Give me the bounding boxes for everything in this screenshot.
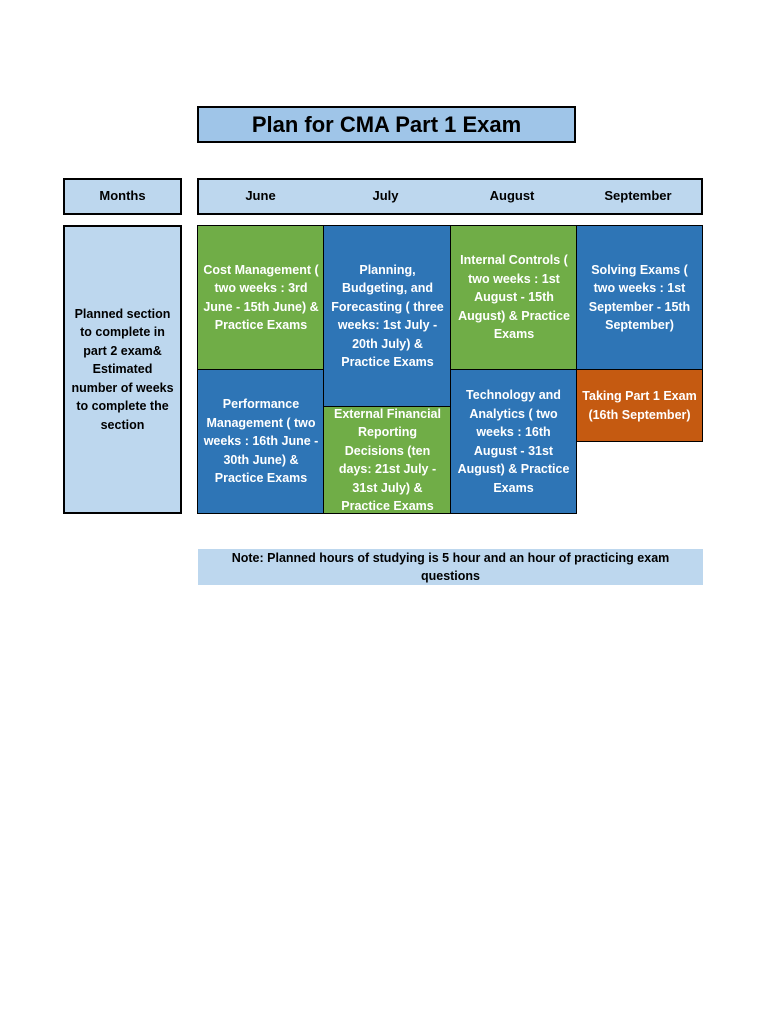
page-title: Plan for CMA Part 1 Exam <box>197 106 576 143</box>
block-september-solving-exams: Solving Exams ( two weeks : 1st Septembe… <box>576 225 703 370</box>
block-june-cost-management: Cost Management ( two weeks : 3rd June -… <box>197 225 324 370</box>
column-header-july: July <box>322 178 451 215</box>
block-august-internal-controls: Internal Controls ( two weeks : 1st Augu… <box>450 225 577 370</box>
block-july-planning-budgeting: Planning, Budgeting, and Forecasting ( t… <box>323 225 451 407</box>
column-header-august: August <box>449 178 577 215</box>
months-header: Months <box>63 178 182 215</box>
block-july-external-financial-reporting: External Financial Reporting Decisions (… <box>323 406 451 514</box>
row-label: Planned section to complete in part 2 ex… <box>63 225 182 514</box>
block-june-performance-management: Performance Management ( two weeks : 16t… <box>197 369 324 514</box>
column-header-september: September <box>575 178 703 215</box>
block-august-technology-analytics: Technology and Analytics ( two weeks : 1… <box>450 369 577 514</box>
note-text: Note: Planned hours of studying is 5 hou… <box>198 549 703 585</box>
block-september-taking-exam: Taking Part 1 Exam (16th September) <box>576 369 703 442</box>
column-header-june: June <box>197 178 324 215</box>
